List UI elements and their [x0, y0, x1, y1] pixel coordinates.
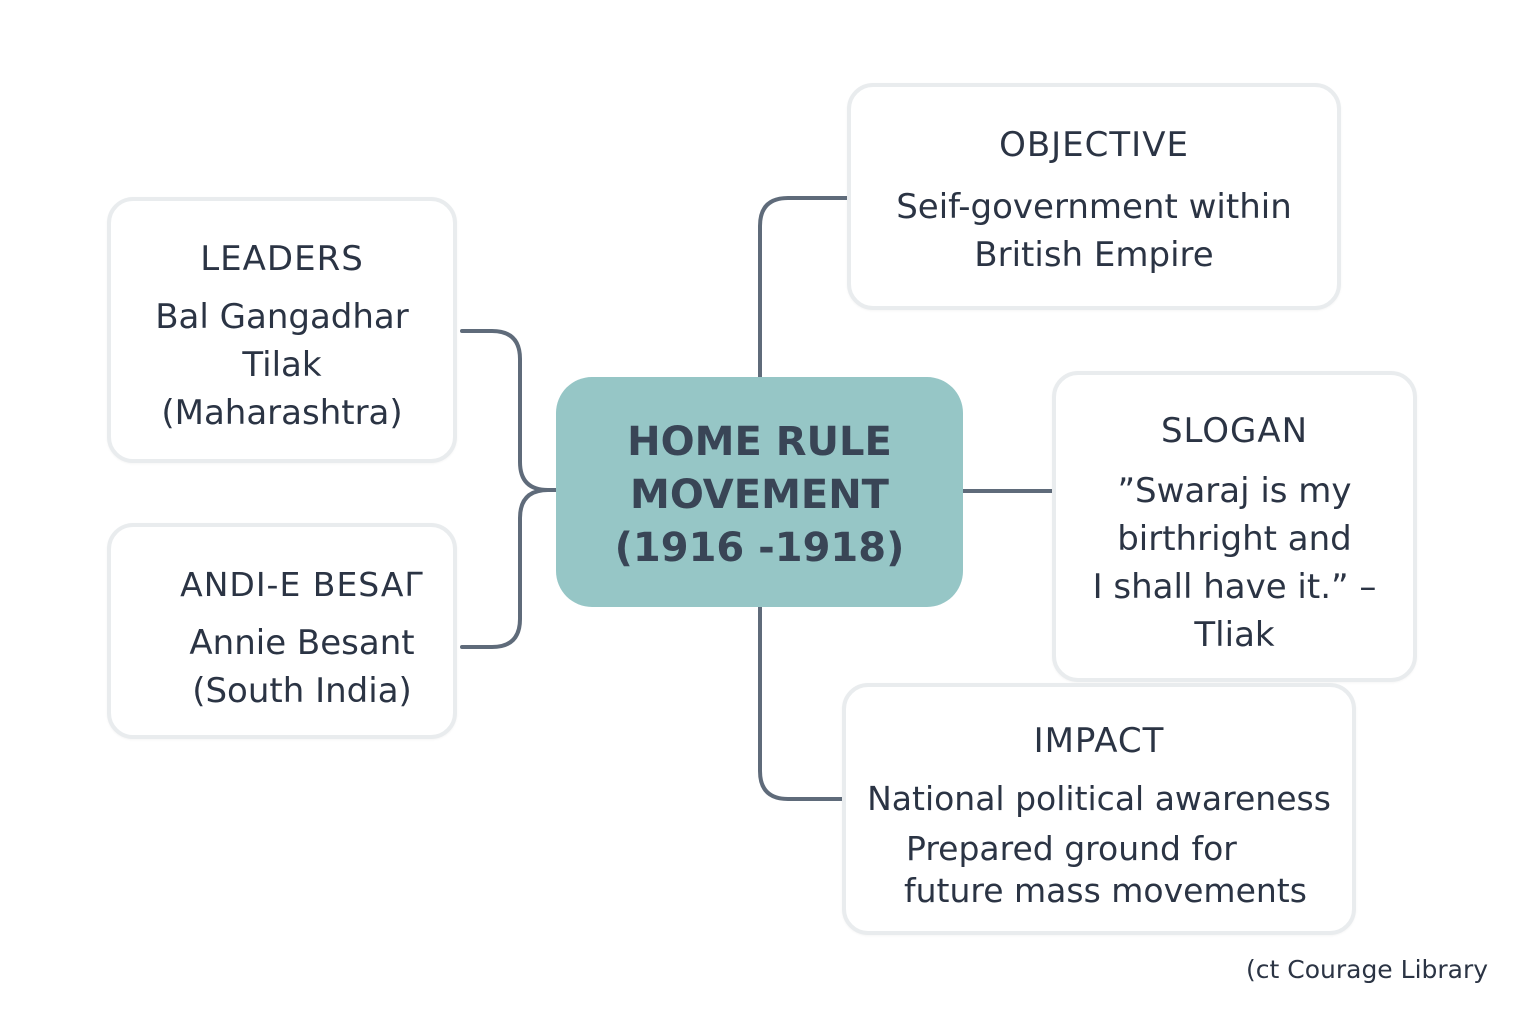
leaders-box: LEADERS Bal Gangadhar Tilak (Maharashtra…: [107, 197, 457, 463]
leaders-heading: LEADERS: [200, 239, 364, 279]
slogan-line-2: birthright and: [1117, 519, 1352, 559]
impact-line-1: National political awareness: [867, 779, 1331, 818]
besant-line-2: (South India): [192, 671, 412, 711]
slogan-line-1: ”Swaraj is my: [1117, 471, 1352, 511]
impact-line-3: future mass movements: [904, 871, 1307, 910]
slogan-line-3: I shall have it.” –: [1092, 567, 1377, 607]
besant-heading: ANDI-E BESAΓ: [180, 565, 424, 604]
besant-line-1: Annie Besant: [189, 623, 415, 663]
slogan-heading: SLOGAN: [1160, 411, 1309, 451]
connector-impact: [758, 605, 844, 801]
center-line-3: (1916 -1918): [614, 525, 905, 571]
impact-line-2: Prepared ground for: [906, 829, 1237, 868]
center-line-2: MOVEMENT: [630, 472, 889, 518]
credit-text: (ct Courage Library: [1246, 955, 1489, 984]
connector-leaders: [460, 329, 558, 492]
impact-heading: IMPACT: [1033, 721, 1165, 761]
center-node: HOME RULE MOVEMENT (1916 -1918): [556, 377, 963, 607]
center-line-1: HOME RULE: [627, 419, 892, 465]
connector-besant: [460, 488, 550, 649]
impact-box: IMPACT National political awareness Prep…: [842, 683, 1356, 935]
leaders-line-2: Tilak: [242, 345, 322, 385]
slogan-box: SLOGAN ”Swaraj is my birthright and I sh…: [1052, 371, 1417, 682]
objective-line-1: Seif-government within: [896, 187, 1292, 227]
leaders-line-1: Bal Gangadhar: [155, 297, 409, 337]
objective-heading: OBJECTIVE: [999, 125, 1189, 165]
besant-box: ANDI-E BESAΓ Annie Besant (South India): [107, 523, 457, 739]
slogan-line-4: Tliak: [1194, 615, 1275, 655]
leaders-line-3: (Maharashtra): [161, 393, 403, 433]
objective-line-2: British Empire: [974, 235, 1214, 275]
objective-box: OBJECTIVE Seif-government within British…: [847, 83, 1341, 310]
connector-objective: [758, 196, 849, 379]
